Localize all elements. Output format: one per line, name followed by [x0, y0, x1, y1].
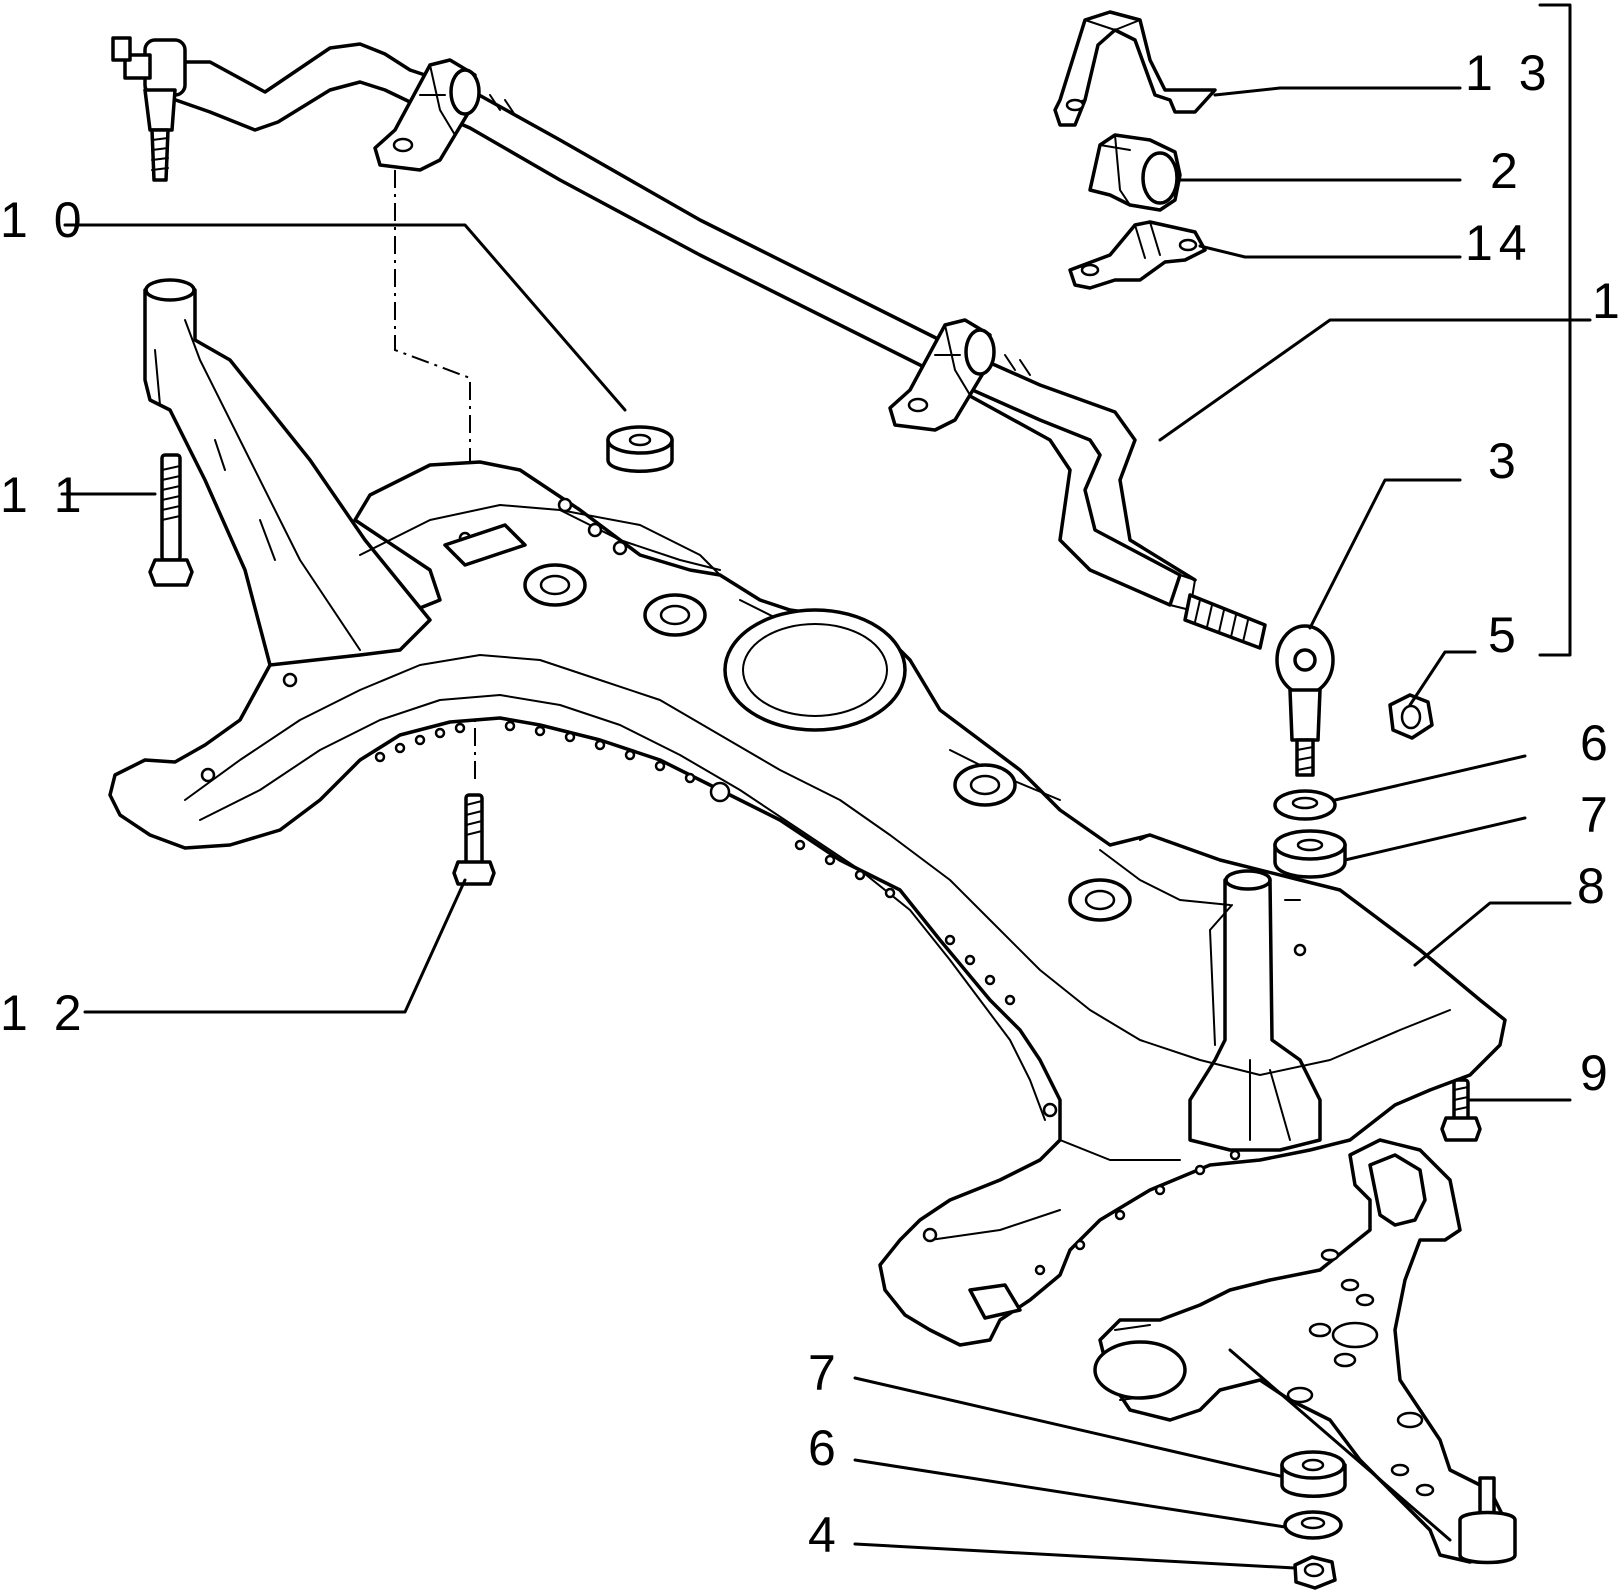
- clamp-part-13[interactable]: [1053, 10, 1217, 127]
- stabilizer-bar[interactable]: [111, 36, 1267, 650]
- washer-part-6-lower[interactable]: [1283, 1510, 1343, 1540]
- bushing-part-10[interactable]: [606, 425, 674, 473]
- leader-12: [83, 878, 467, 1014]
- callout-4: 4: [808, 1507, 842, 1563]
- leader-6-lower: [853, 1458, 1287, 1529]
- callout-1: 1: [1592, 273, 1619, 329]
- leader-lines: [60, 3, 1592, 1570]
- lower-control-arm[interactable]: [1093, 1138, 1517, 1565]
- leader-5: [1408, 650, 1477, 707]
- subframe-hole-row: [200, 497, 1307, 1276]
- leader-6-upper: [1333, 754, 1527, 802]
- bushing-part-7-upper[interactable]: [1273, 829, 1347, 879]
- callout-6-upper: 6: [1580, 715, 1614, 771]
- leader-13: [1213, 86, 1462, 97]
- callout-8: 8: [1577, 858, 1611, 914]
- callout-3: 3: [1488, 433, 1522, 489]
- callout-labels: 1 3 2 14 1 3 5 6 7 8 9 1 0 1 1 1 2 7 6 4: [0, 45, 1619, 1563]
- bolt-part-12[interactable]: [452, 793, 496, 886]
- bolt-part-9[interactable]: [1440, 1078, 1482, 1142]
- end-link-part-3[interactable]: [1275, 624, 1335, 777]
- bolt-part-11[interactable]: [148, 453, 194, 587]
- leader-3: [1308, 478, 1462, 630]
- leader-arm: [1228, 1348, 1452, 1542]
- leader-7-lower: [853, 1376, 1282, 1478]
- callout-12: 1 2: [0, 985, 88, 1041]
- nut-part-4[interactable]: [1293, 1555, 1337, 1590]
- callout-9: 9: [1580, 1045, 1614, 1101]
- assembly-axis-line: [394, 170, 471, 555]
- washer-part-6-upper[interactable]: [1273, 789, 1337, 821]
- callout-14: 14: [1465, 215, 1533, 271]
- nut-part-5[interactable]: [1388, 693, 1434, 740]
- leader-1: [1158, 318, 1592, 442]
- front-subframe[interactable]: [108, 278, 1507, 1347]
- leader-7-upper: [1343, 816, 1527, 862]
- leader-10: [63, 223, 627, 412]
- bushing-part-7-lower[interactable]: [1280, 1450, 1347, 1498]
- clamp-plate-part-14[interactable]: [1068, 220, 1207, 290]
- bushing-part-2[interactable]: [1088, 133, 1182, 212]
- callout-7-lower: 7: [808, 1345, 842, 1401]
- callout-13: 1 3: [1465, 45, 1553, 101]
- callout-7-upper: 7: [1580, 787, 1614, 843]
- leader-4-lower: [853, 1542, 1297, 1570]
- callout-2: 2: [1490, 143, 1524, 199]
- callout-10: 1 0: [0, 192, 88, 248]
- leader-8: [1413, 901, 1572, 967]
- callout-5: 5: [1488, 607, 1522, 663]
- bar-bracket-left[interactable]: [373, 58, 516, 172]
- callout-6-lower: 6: [808, 1420, 842, 1476]
- bar-bracket-right[interactable]: [888, 318, 1031, 432]
- kit-bracket: [1538, 3, 1572, 657]
- leader-14: [1198, 244, 1462, 259]
- callout-11: 1 1: [0, 467, 88, 523]
